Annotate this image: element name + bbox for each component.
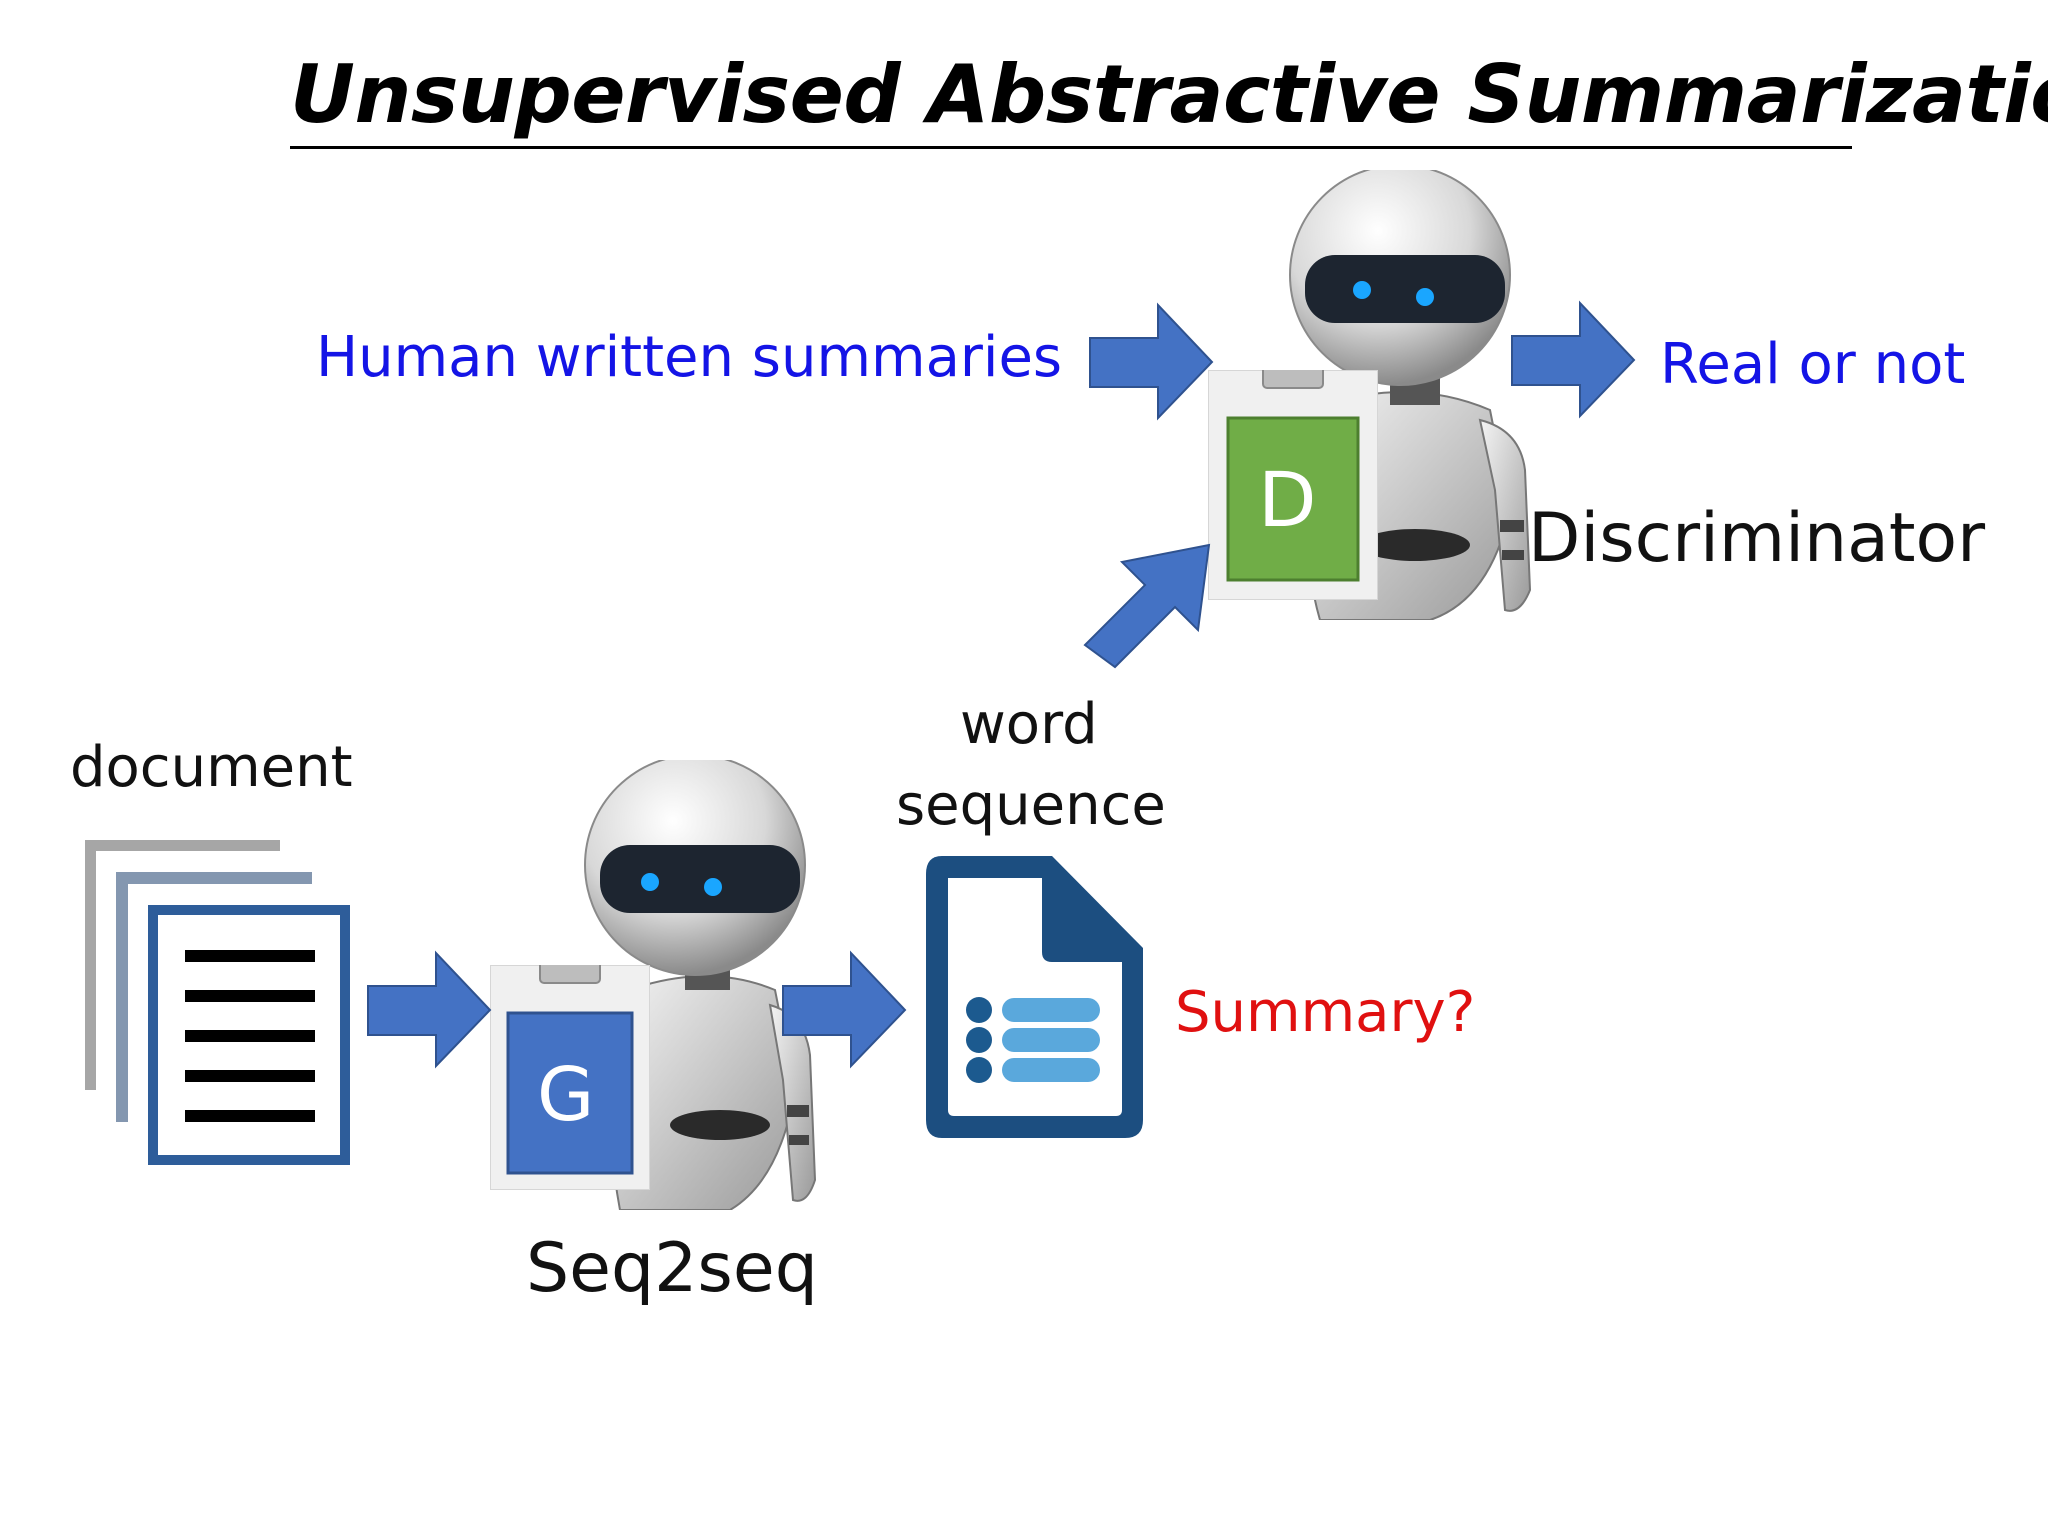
discriminator-label: Discriminator (1528, 499, 1986, 578)
seq2seq-label: Seq2seq (526, 1229, 818, 1308)
human-summaries-label: Human written summaries (316, 325, 1063, 390)
generator-robot-icon (584, 760, 817, 1210)
page-title: Unsupervised Abstractive Summarization (290, 48, 2048, 141)
sequence-label: sequence (896, 773, 1166, 838)
discriminator-clipboard (1208, 370, 1378, 600)
word-label: word (960, 692, 1098, 757)
summary-file-icon (926, 856, 1143, 1138)
summary-question-label: Summary? (1175, 980, 1476, 1045)
generator-badge-letter: G (537, 1052, 595, 1138)
arrow-document-to-generator (367, 950, 492, 1069)
title-underline (290, 146, 1852, 149)
arrow-generator-to-sequence (782, 950, 907, 1069)
arrow-human-to-discriminator (1089, 302, 1214, 421)
document-label: document (70, 735, 353, 800)
discriminator-badge-letter: D (1258, 455, 1317, 544)
generator-clipboard (490, 965, 650, 1190)
document-stack-icon (85, 840, 350, 1165)
arrow-sequence-to-discriminator (1083, 543, 1211, 669)
real-or-not-label: Real or not (1660, 332, 1966, 397)
arrow-discriminator-to-output (1511, 300, 1636, 419)
